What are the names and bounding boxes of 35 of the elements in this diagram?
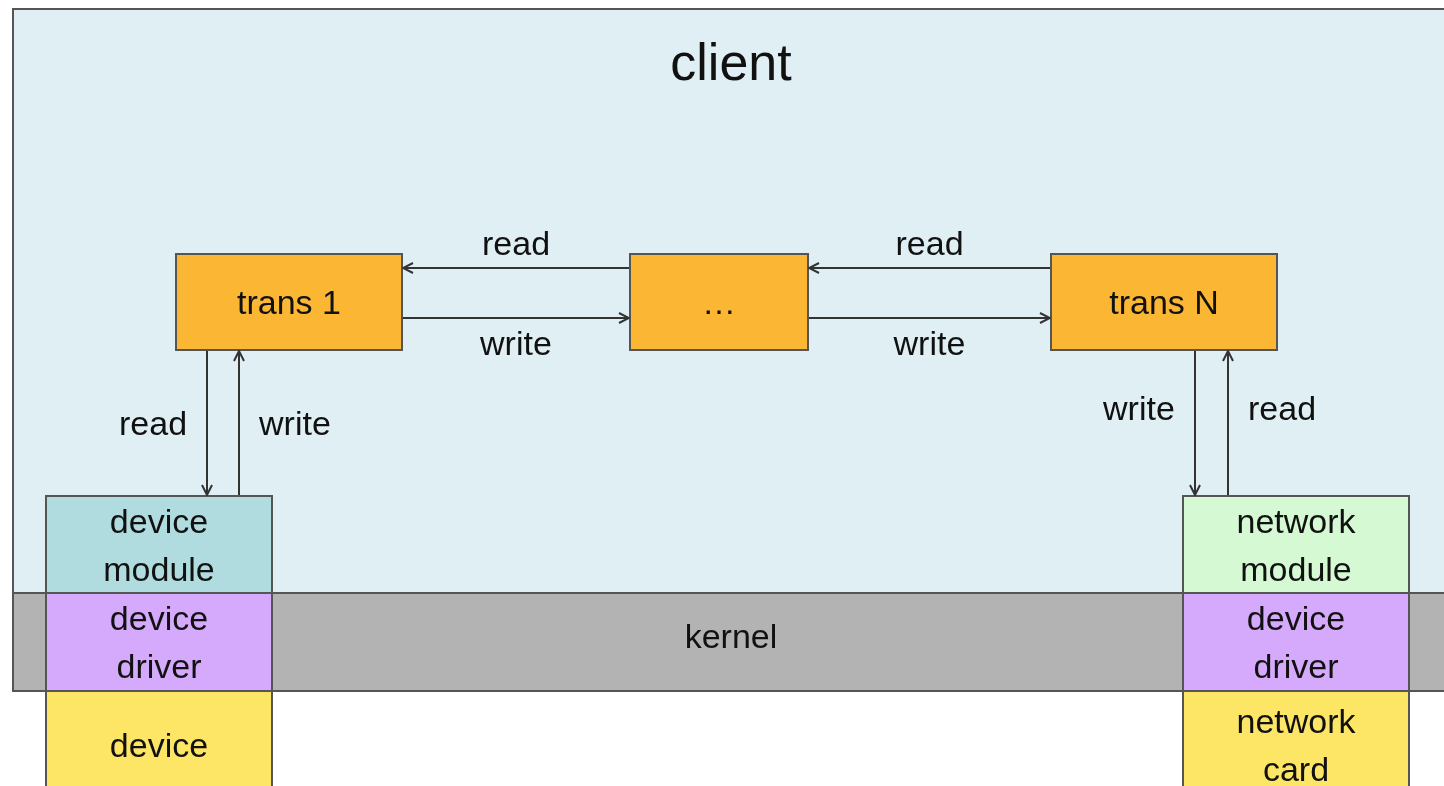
driver-box [1182, 592, 1410, 692]
edge-label: write [259, 403, 331, 443]
edge-label: read [119, 403, 188, 443]
edge-label: write [893, 323, 966, 363]
client-region [12, 8, 1444, 594]
arrow [1222, 350, 1234, 496]
region-label: client [670, 32, 792, 93]
edge-label: read [895, 223, 964, 263]
module-box [45, 495, 273, 594]
edge-label: read [1248, 388, 1317, 428]
hardware-box [1182, 690, 1410, 786]
process-box [629, 253, 809, 351]
edge-label: write [480, 323, 552, 363]
box-label: device driver [108, 598, 210, 687]
process-box [1050, 253, 1278, 351]
arrow [402, 312, 630, 324]
arrow [201, 350, 213, 496]
module-box [1182, 495, 1410, 594]
arrow [1189, 350, 1201, 496]
box-label: trans 1 [237, 282, 341, 323]
arrow [808, 262, 1051, 274]
region-label: kernel [684, 616, 778, 657]
process-box [175, 253, 403, 351]
arrow [808, 312, 1051, 324]
box-label: … [702, 282, 736, 323]
box-label: trans N [1109, 282, 1219, 323]
edge-label: write [1103, 388, 1175, 428]
driver-box [45, 592, 273, 692]
arrow [402, 262, 630, 274]
kernel-band [12, 592, 1444, 692]
hardware-box [45, 690, 273, 786]
arrow [233, 350, 245, 496]
box-label: device [109, 725, 209, 766]
box-label: network card [1235, 701, 1357, 786]
edge-label: read [482, 223, 551, 263]
